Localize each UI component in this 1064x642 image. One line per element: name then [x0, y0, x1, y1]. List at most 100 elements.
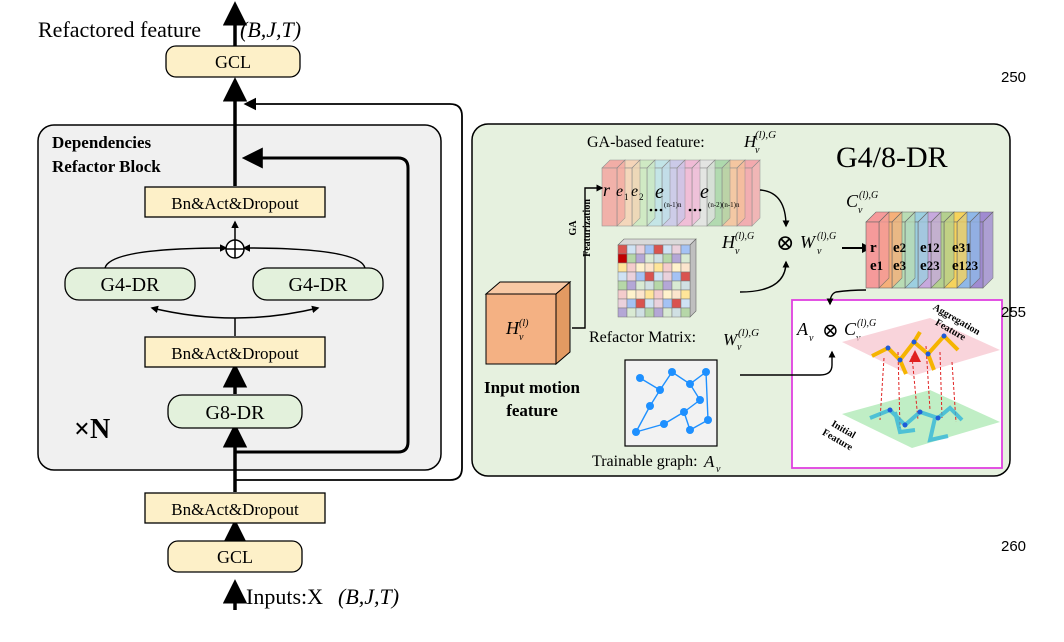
refactor-matrix-sub: v	[737, 342, 742, 353]
blade-en1-sub: (n-1)n	[664, 201, 682, 209]
ga-feature-label: GA-based feature:	[587, 134, 705, 151]
dependencies-block	[37, 124, 442, 471]
matrix-cell	[680, 289, 691, 300]
c-sup: (l),G	[859, 190, 878, 201]
input-motion-label-1: Input motion	[484, 378, 580, 397]
matrix-cell	[626, 280, 637, 291]
graph-edge	[635, 405, 651, 433]
matrix-cell	[671, 289, 682, 300]
input-label: Inputs:X	[246, 584, 323, 609]
stack-to-otimes-arrow	[759, 189, 790, 228]
blade-r-top: r	[603, 180, 611, 200]
trainable-graph-sym: A	[703, 452, 715, 471]
matrix-cell	[662, 253, 673, 264]
matrix-cell	[635, 289, 646, 300]
w-sym: W	[800, 232, 817, 252]
svg-text:H: H	[505, 318, 520, 338]
ga-featurization-label: GA Featurization	[568, 199, 593, 257]
svg-text:GCL: GCL	[215, 52, 251, 72]
line-number-260: 260	[1001, 538, 1026, 555]
oplus-icon	[225, 239, 245, 259]
matrix-cell	[635, 271, 646, 282]
matrix-cell	[653, 307, 664, 318]
matrix-cell	[680, 280, 691, 291]
svg-text:G8-DR: G8-DR	[206, 402, 266, 424]
h-sym: H	[721, 232, 736, 252]
ga-feature-sub: v	[755, 145, 760, 156]
matrix-cell	[653, 244, 664, 255]
dr-title: G4/8-DR	[836, 141, 948, 174]
dr-panel: G4/8-DR GA-based feature: H v (l),G r e …	[471, 123, 1011, 477]
output-blade-label: e12	[920, 240, 940, 256]
matrix-cell	[635, 244, 646, 255]
matrix-cell	[671, 298, 682, 309]
block-title-line1: Dependencies	[52, 133, 152, 152]
c-sub: v	[858, 205, 863, 216]
outer-skip-connection	[235, 97, 463, 481]
matrix-cell	[662, 244, 673, 255]
matrix-cell	[671, 271, 682, 282]
svg-text:Bn&Act&Dropout: Bn&Act&Dropout	[171, 500, 299, 519]
matrix-cell	[635, 262, 646, 273]
graph-node	[686, 426, 694, 434]
graph-node	[702, 368, 710, 376]
matrix-cell	[617, 262, 628, 273]
matrix-cell	[680, 253, 691, 264]
blade-en1-top: e	[655, 181, 664, 203]
aggregation-arrow-head	[909, 350, 921, 362]
matrix-cell	[644, 262, 655, 273]
graph-node	[686, 380, 694, 388]
skeleton-joints	[885, 333, 947, 428]
graph-edge	[705, 371, 709, 421]
matrix-cell	[671, 307, 682, 318]
output-blade-label: e23	[920, 258, 940, 274]
line-number-250: 250	[1001, 69, 1026, 86]
c2-sym: C	[844, 319, 857, 339]
blade-e1-sub: 1	[624, 192, 629, 202]
ga-feature-blades: r e 1 e 2 e (n-1)n e (n-2)(n-1)n	[603, 180, 740, 212]
matrix-cell	[644, 289, 655, 300]
matrix-cell	[617, 244, 628, 255]
matrix-cell	[653, 253, 664, 264]
input-shape: (B,J,T)	[338, 584, 399, 609]
output-blade-label: e2	[893, 240, 906, 256]
matrix-cell	[680, 262, 691, 273]
matrix-cell	[680, 271, 691, 282]
graph-to-agg-arrow	[740, 350, 836, 376]
a-sym: A	[796, 319, 809, 339]
matrix-cell	[617, 289, 628, 300]
matrix-cell	[644, 244, 655, 255]
matrix-cell	[653, 271, 664, 282]
output-blade-label: e3	[893, 258, 907, 274]
ga-feature-slice	[601, 159, 626, 227]
aggregation-links	[879, 345, 957, 429]
matrix-cell	[644, 307, 655, 318]
svg-text:GA: GA	[568, 220, 579, 236]
refactor-matrix	[617, 238, 697, 318]
output-label: Refactored feature	[38, 17, 201, 42]
input-motion-cube: H v (l)	[484, 280, 572, 366]
refactor-matrix-sym: W	[723, 330, 739, 349]
line-number-255: 255	[1001, 304, 1026, 321]
g4-dr-node-right: G4-DR	[252, 267, 384, 301]
matrix-cell	[635, 280, 646, 291]
otimes-1: ⊗	[776, 230, 794, 255]
bn-node-bottom: Bn&Act&Dropout	[144, 492, 326, 524]
matrix-cell	[671, 244, 682, 255]
matrix-cell	[662, 271, 673, 282]
svg-text:G4-DR: G4-DR	[289, 274, 349, 296]
graph-node	[680, 408, 688, 416]
graph-node	[704, 416, 712, 424]
matrix-to-otimes-arrow	[739, 260, 790, 293]
left-pipeline: Refactored feature (B,J,T) Dependencies …	[37, 1, 463, 610]
output-to-agg-arrow	[826, 289, 867, 306]
h-sup: (l),G	[735, 231, 754, 242]
refactor-matrix-sup: (l),G	[738, 327, 759, 339]
output-blade-label: e31	[952, 240, 972, 256]
ga-feature-sup: (l),G	[755, 129, 776, 141]
matrix-cell	[662, 298, 673, 309]
matrix-cell	[626, 244, 637, 255]
matrix-cell	[617, 298, 628, 309]
